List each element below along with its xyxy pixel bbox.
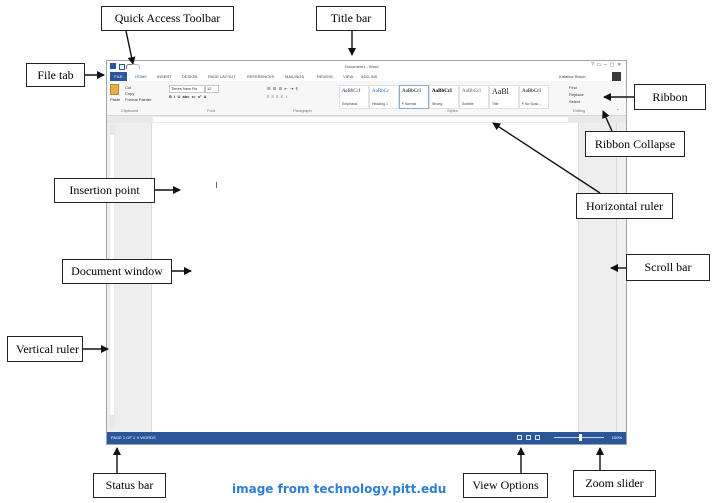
label-vertical-ruler: Vertical ruler — [7, 336, 83, 362]
label-ribbon-collapse: Ribbon Collapse — [585, 131, 685, 157]
align-buttons[interactable]: ≡ ≡ ≡ ≡ ↕ — [267, 94, 288, 99]
label-quick-access-toolbar: Quick Access Toolbar — [101, 6, 234, 31]
group-styles: Styles — [447, 108, 458, 113]
ribbon: Paste Cut Copy Format Painter Times New … — [107, 81, 626, 116]
replace-button[interactable]: Replace — [569, 92, 584, 97]
find-button[interactable]: Find — [569, 85, 577, 90]
horizontal-ruler-text-area — [153, 117, 568, 122]
style-emphasis[interactable]: AaBbCcI Emphasis — [339, 85, 369, 109]
tab-references[interactable]: REFERENCES — [247, 74, 275, 79]
font-name-box[interactable]: Times New Ro — [169, 85, 205, 93]
font-size-box[interactable]: 12 — [205, 85, 219, 93]
label-view-options: View Options — [463, 473, 548, 498]
label-document-window: Document window — [62, 259, 172, 284]
label-horizontal-ruler: Horizontal ruler — [576, 193, 673, 219]
arrow-horizontal-ruler — [492, 122, 601, 194]
arrow-quick-access-toolbar — [125, 30, 136, 65]
copy-button[interactable]: Copy — [125, 91, 135, 96]
label-file-tab: File tab — [26, 63, 85, 87]
style-title[interactable]: AaBl Title — [489, 85, 519, 109]
avatar[interactable] — [612, 72, 621, 81]
word-window: Document1 - Word ? ▭ – ▢ ✕ FILE HOME INS… — [106, 60, 627, 445]
tab-add-ins[interactable]: ADD-INS — [361, 74, 378, 79]
read-mode-icon[interactable] — [517, 435, 522, 440]
label-ribbon: Ribbon — [634, 84, 706, 110]
format-painter-button[interactable]: Format Painter — [125, 97, 152, 102]
tab-home[interactable]: HOME — [135, 74, 147, 79]
label-status-bar: Status bar — [93, 473, 166, 498]
print-layout-icon[interactable] — [526, 435, 531, 440]
window-title: Document1 - Word — [345, 64, 379, 69]
group-paragraph: Paragraph — [293, 108, 312, 113]
zoom-slider-thumb[interactable] — [579, 434, 582, 441]
word-logo-icon — [110, 63, 116, 69]
cut-button[interactable]: Cut — [125, 85, 132, 90]
ribbon-collapse-icon[interactable]: ⌃ — [616, 108, 620, 113]
style-subtitle[interactable]: AaBbCcI Subtitle — [459, 85, 489, 109]
paste-label[interactable]: Paste — [110, 97, 121, 102]
document-area — [107, 123, 626, 433]
paragraph-buttons[interactable]: ☰ ☰ ☰ ⇤ ⇥ ¶ — [267, 86, 298, 91]
window-controls[interactable]: ? ▭ – ▢ ✕ — [591, 62, 622, 68]
tab-view[interactable]: VIEW — [343, 74, 354, 79]
web-layout-icon[interactable] — [535, 435, 540, 440]
tab-review[interactable]: REVIEW — [317, 74, 333, 79]
select-button[interactable]: Select — [569, 99, 581, 104]
arrow-ribbon-collapse — [602, 110, 613, 132]
label-scroll-bar: Scroll bar — [626, 254, 710, 281]
status-bar: PAGE 1 OF 1 0 WORDS 100% — [107, 432, 626, 444]
style-strong[interactable]: AaBbCcI Strong — [429, 85, 459, 109]
status-word-count[interactable]: 0 WORDS — [137, 435, 156, 440]
style-normal[interactable]: AaBbCcI ¶ Normal — [399, 85, 429, 109]
tab-design[interactable]: DESIGN — [182, 74, 198, 79]
style-heading-1[interactable]: AaBbCc Heading 1 — [369, 85, 399, 109]
tab-page-layout[interactable]: PAGE LAYOUT — [208, 74, 236, 79]
user-name[interactable]: Katalina Ricker — [559, 74, 586, 79]
file-tab[interactable]: FILE — [110, 72, 127, 81]
tab-insert[interactable]: INSERT — [157, 74, 172, 79]
group-editing: Editing — [573, 108, 586, 113]
image-credit: image from technology.pitt.edu — [232, 482, 447, 496]
font-name: Times New Ro — [171, 86, 198, 91]
status-page-count[interactable]: PAGE 1 OF 1 — [111, 435, 136, 440]
font-size: 12 — [207, 86, 212, 91]
tab-mailings[interactable]: MAILINGS — [285, 74, 305, 79]
group-font: Font — [207, 108, 216, 113]
ribbon-tabs: FILE HOME INSERT DESIGN PAGE LAYOUT REFE… — [107, 72, 626, 81]
redo-icon[interactable] — [134, 64, 140, 69]
font-format-buttons[interactable]: B I U abc x₂ x² A — [169, 94, 207, 99]
save-icon[interactable] — [119, 64, 125, 70]
label-title-bar: Title bar — [316, 6, 386, 31]
insertion-point-cursor — [216, 182, 217, 188]
group-clipboard: Clipboard — [121, 108, 139, 113]
label-insertion-point: Insertion point — [54, 178, 155, 203]
scroll-bar[interactable] — [616, 123, 626, 433]
label-zoom-slider: Zoom slider — [573, 470, 656, 497]
paste-icon[interactable] — [110, 84, 119, 95]
style-no-spacing[interactable]: AaBbCcI ¶ No Spac... — [519, 85, 549, 109]
zoom-level[interactable]: 100% — [611, 435, 622, 440]
document-page[interactable] — [151, 123, 579, 433]
